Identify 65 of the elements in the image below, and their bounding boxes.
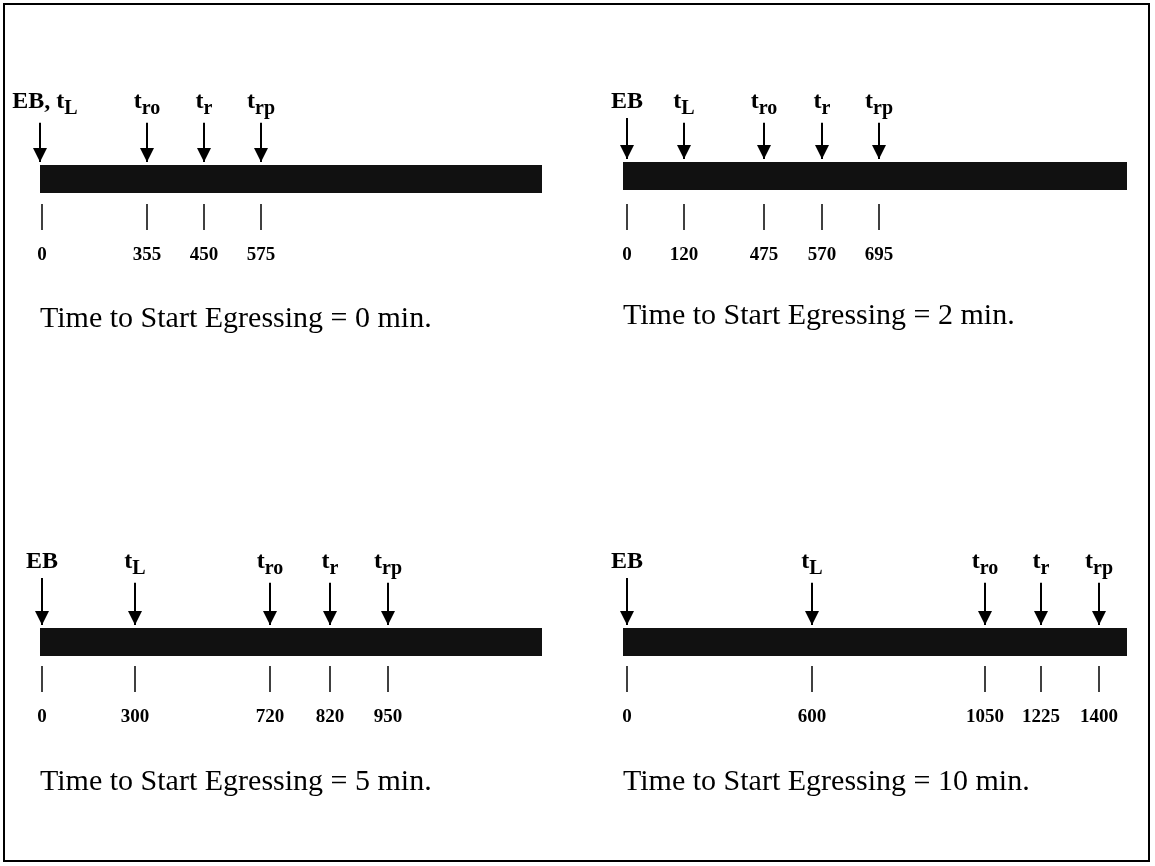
arrow [815, 121, 829, 160]
event-label: EB [611, 548, 643, 572]
arrow [1034, 581, 1048, 626]
arrow [677, 121, 691, 160]
event-label: t$_{r}$ [195, 88, 213, 117]
event-label: t$_{r}$ [813, 88, 831, 117]
tick-value: 300 [120, 706, 150, 725]
tick-value: 1400 [1080, 706, 1118, 725]
tick-value: 695 [864, 244, 894, 263]
tick-value: 720 [255, 706, 285, 725]
tick-value: 355 [132, 244, 162, 263]
arrow [128, 581, 142, 626]
tick-value: 950 [373, 706, 403, 725]
arrow [872, 121, 886, 160]
event-label: t$_{rp}$ [374, 548, 402, 577]
tick-value: 575 [246, 244, 276, 263]
timeline-bar [623, 628, 1127, 656]
arrow [620, 577, 634, 626]
arrow [140, 121, 154, 163]
event-label: t$_{ro}$ [971, 548, 999, 577]
arrow [323, 581, 337, 626]
arrow [33, 121, 47, 163]
tick-value: 820 [315, 706, 345, 725]
panel-label: Time to Start Egressing = 5 min. [40, 765, 432, 795]
arrow [978, 581, 992, 626]
event-label: t$_{ro}$ [256, 548, 284, 577]
tick-value: 475 [749, 244, 779, 263]
tick-value: 450 [189, 244, 219, 263]
event-label: EB [611, 88, 643, 112]
timeline-bar [623, 162, 1127, 190]
tick-value: 0 [622, 244, 632, 263]
arrow [805, 581, 819, 626]
arrow [620, 117, 634, 160]
arrow [254, 121, 268, 163]
timeline-bar [40, 165, 542, 193]
event-label: t$_{ro}$ [750, 88, 778, 117]
event-label: t$_{r}$ [1032, 548, 1050, 577]
tick-value: 600 [797, 706, 827, 725]
panel-label: Time to Start Egressing = 10 min. [623, 765, 1030, 795]
tick-value: 1050 [966, 706, 1004, 725]
tick-value: 0 [37, 244, 47, 263]
tick-value: 1225 [1022, 706, 1060, 725]
event-label: t$_{L}$ [124, 548, 146, 577]
panel-label: Time to Start Egressing = 0 min. [40, 302, 432, 332]
event-label: t$_{L}$ [673, 88, 695, 117]
event-label: t$_{L}$ [801, 548, 823, 577]
arrow [35, 577, 49, 626]
event-label: t$_{rp}$ [247, 88, 275, 117]
tick-value: 570 [807, 244, 837, 263]
timeline-bar [40, 628, 542, 656]
event-label: t$_{r}$ [321, 548, 339, 577]
arrow [381, 581, 395, 626]
arrow [1092, 581, 1106, 626]
arrow [197, 121, 211, 163]
event-label: t$_{ro}$ [133, 88, 161, 117]
panel-label: Time to Start Egressing = 2 min. [623, 299, 1015, 329]
tick-value: 120 [669, 244, 699, 263]
event-label: t$_{rp}$ [1085, 548, 1113, 577]
event-label: EB [26, 548, 58, 572]
event-label: EB, t$_{L}$ [12, 88, 78, 117]
tick-value: 0 [37, 706, 47, 725]
arrow [263, 581, 277, 626]
tick-value: 0 [622, 706, 632, 725]
arrow [757, 121, 771, 160]
event-label: t$_{rp}$ [865, 88, 893, 117]
